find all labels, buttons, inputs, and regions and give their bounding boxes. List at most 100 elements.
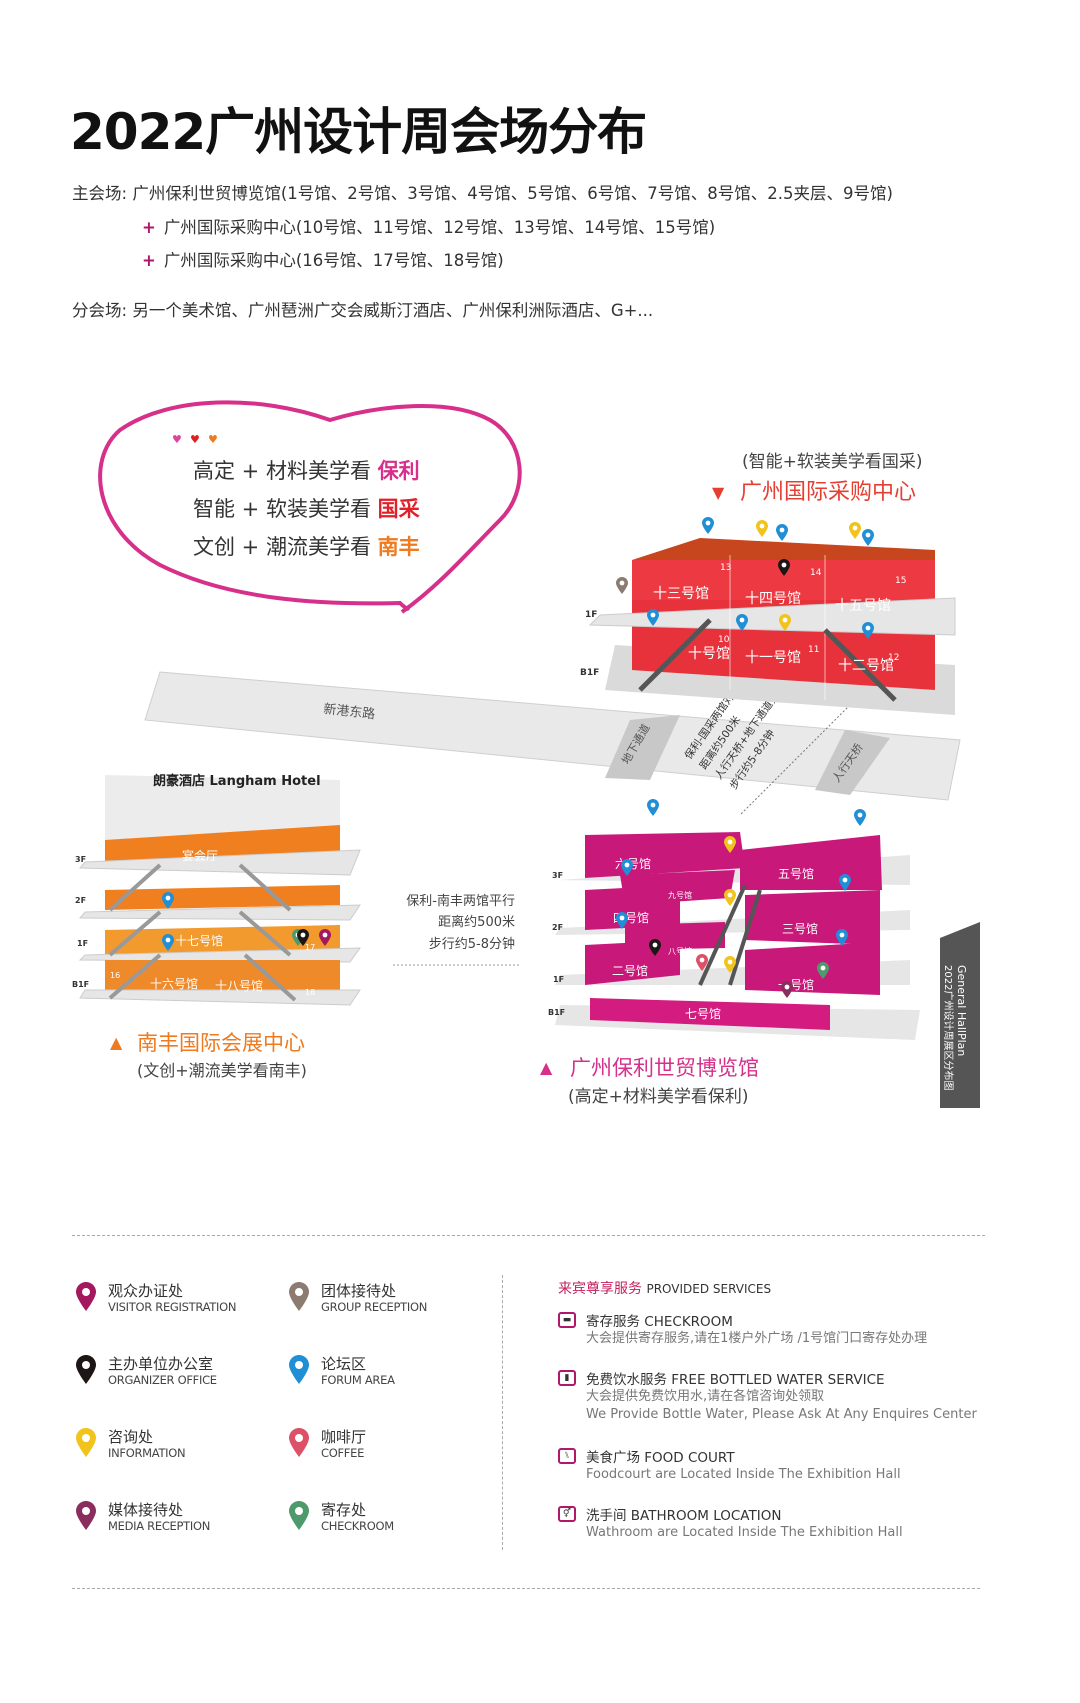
map-pin-icon <box>289 1501 309 1534</box>
map-pin-icon <box>724 956 736 973</box>
footbridge <box>815 730 890 795</box>
services-heading-cn: 来宾尊享服务 <box>558 1281 642 1297</box>
map-pin-icon <box>862 622 874 639</box>
map-pin-icon <box>836 929 848 946</box>
plus-icon: + <box>142 251 156 270</box>
map-pin-icon <box>702 517 714 534</box>
side-tab-cn: 2022广州设计周展区分布图 <box>942 965 955 1090</box>
bubble-line-1: 高定 + 材料美学看 保利 <box>193 459 420 483</box>
legend-label-en: GROUP RECEPTION <box>321 1300 428 1314</box>
bottle-icon: ▮ <box>558 1370 576 1386</box>
langham-hotel-label: 朗豪酒店 Langham Hotel <box>153 773 321 789</box>
svg-text:步行约5-8分钟: 步行约5-8分钟 <box>429 936 515 952</box>
map-pin-icon <box>289 1428 309 1461</box>
divider <box>72 1588 980 1589</box>
hall-11: 十一号馆 <box>745 650 801 666</box>
map-pin-icon <box>854 809 866 826</box>
svg-text:15: 15 <box>895 576 906 586</box>
heart-icon: ♥ <box>208 433 218 446</box>
map-pin-icon <box>647 609 659 626</box>
road-name: 新港东路 <box>323 701 376 722</box>
map-pin-icon <box>76 1501 96 1534</box>
guocai-title: 广州国际采购中心 <box>740 480 916 505</box>
map-pin-icon <box>696 954 708 971</box>
map-pin-icon <box>778 559 790 576</box>
map-pin-icon <box>297 929 309 946</box>
legend-label-en: INFORMATION <box>108 1446 186 1460</box>
legend-label-en: MEDIA RECEPTION <box>108 1519 211 1533</box>
svg-text:2F: 2F <box>552 923 563 932</box>
svg-text:14: 14 <box>810 568 822 578</box>
svg-text:12: 12 <box>888 653 899 663</box>
nanfeng-subtitle: (文创+潮流美学看南丰) <box>137 1061 307 1080</box>
svg-text:距离约500米: 距离约500米 <box>438 914 515 930</box>
svg-text:11: 11 <box>808 645 819 655</box>
triangle-down-icon: ▼ <box>712 483 725 502</box>
service-desc: Wathroom are Located Inside The Exhibiti… <box>586 1525 903 1540</box>
hall-6: 六号馆 <box>615 856 651 871</box>
legend-label-cn: 咖啡厅 <box>321 1428 367 1446</box>
service-title: 免费饮水服务 FREE BOTTLED WATER SERVICE <box>586 1372 885 1388</box>
map-pin-icon <box>781 981 793 998</box>
main-venue-line-3: +广州国际采购中心(16号馆、17号馆、18号馆) <box>142 247 504 271</box>
map-pin-icon <box>776 524 788 541</box>
hall-16: 十六号馆 <box>150 976 198 991</box>
svg-text:16: 16 <box>110 971 120 980</box>
fork-knife-icon: ⑊ <box>558 1448 576 1464</box>
map-pin-icon <box>649 939 661 956</box>
guocai-building: 1F B1F 十三号馆 十四号馆 十五号馆 十号馆 十一号馆 十二号馆 13 1… <box>580 538 956 715</box>
svg-text:B1F: B1F <box>548 1008 565 1017</box>
svg-text:3F: 3F <box>552 871 563 880</box>
hall-8: 八号馆 <box>668 946 692 956</box>
page-title: 2022广州设计周会场分布 <box>70 103 647 161</box>
hall-13: 十三号馆 <box>653 586 709 602</box>
sub-venue-text: 另一个美术馆、广州琶洲广交会威斯汀酒店、广州保利洲际酒店、G+... <box>132 301 654 320</box>
map-pin-icon <box>817 962 829 979</box>
legend-label-cn: 主办单位办公室 <box>108 1355 214 1373</box>
map-pin-icon <box>839 874 851 891</box>
restroom-icon: ⚥ <box>558 1506 576 1522</box>
map-pin-icon <box>319 929 331 946</box>
walk-note: 保利-南丰两馆平行 距离约500米 步行约5-8分钟 <box>406 893 515 952</box>
map-pin-icon <box>289 1355 309 1388</box>
divider-vertical <box>502 1275 503 1550</box>
triangle-up-icon: ▲ <box>540 1058 553 1077</box>
map-pin-icon <box>724 836 736 853</box>
map-pin-icon <box>162 892 174 909</box>
svg-text:3F: 3F <box>75 855 86 864</box>
poly-building: 3F 2F 1F B1F 六号馆 五号馆 九号馆 四号馆 三号馆 八号馆 二号馆… <box>548 832 920 1040</box>
map-pin-icon <box>849 522 861 539</box>
svg-text:17: 17 <box>305 943 315 952</box>
legend-label-cn: 咨询处 <box>108 1428 154 1446</box>
main-venue-text: 广州保利世贸博览馆(1号馆、2号馆、3号馆、4号馆、5号馆、6号馆、7号馆、8号… <box>132 184 893 203</box>
banquet-hall: 宴会厅 <box>182 848 218 863</box>
road <box>144 671 961 801</box>
svg-text:13: 13 <box>720 563 731 573</box>
map-pin-icon <box>779 614 791 631</box>
svg-text:18: 18 <box>305 988 315 997</box>
main-venue-line-2: +广州国际采购中心(10号馆、11号馆、12号馆、13号馆、14号馆、15号馆) <box>142 214 715 238</box>
legend-label-cn: 媒体接待处 <box>108 1501 184 1519</box>
triangle-up-icon: ▲ <box>110 1033 123 1052</box>
hall-3: 三号馆 <box>782 921 818 936</box>
hall-5: 五号馆 <box>778 866 814 881</box>
services-heading-en: PROVIDED SERVICES <box>646 1282 772 1296</box>
side-tab <box>940 922 980 1108</box>
legend-label-en: VISITOR REGISTRATION <box>108 1300 237 1314</box>
svg-text:2F: 2F <box>75 896 86 905</box>
nanfeng-building: 朗豪酒店 Langham Hotel 3F 2F 1F B1F 宴会厅 十七号馆… <box>72 773 361 1006</box>
map-pin-icon <box>862 529 874 546</box>
services-heading: 来宾尊享服务 PROVIDED SERVICES <box>558 1278 771 1298</box>
heart-icon: ♥ <box>172 433 182 446</box>
poly-title: 广州保利世贸博览馆 <box>570 1056 759 1080</box>
svg-text:B1F: B1F <box>72 980 89 989</box>
svg-text:保利-南丰两馆平行: 保利-南丰两馆平行 <box>406 893 515 909</box>
nanfeng-title: 南丰国际会展中心 <box>137 1031 305 1055</box>
